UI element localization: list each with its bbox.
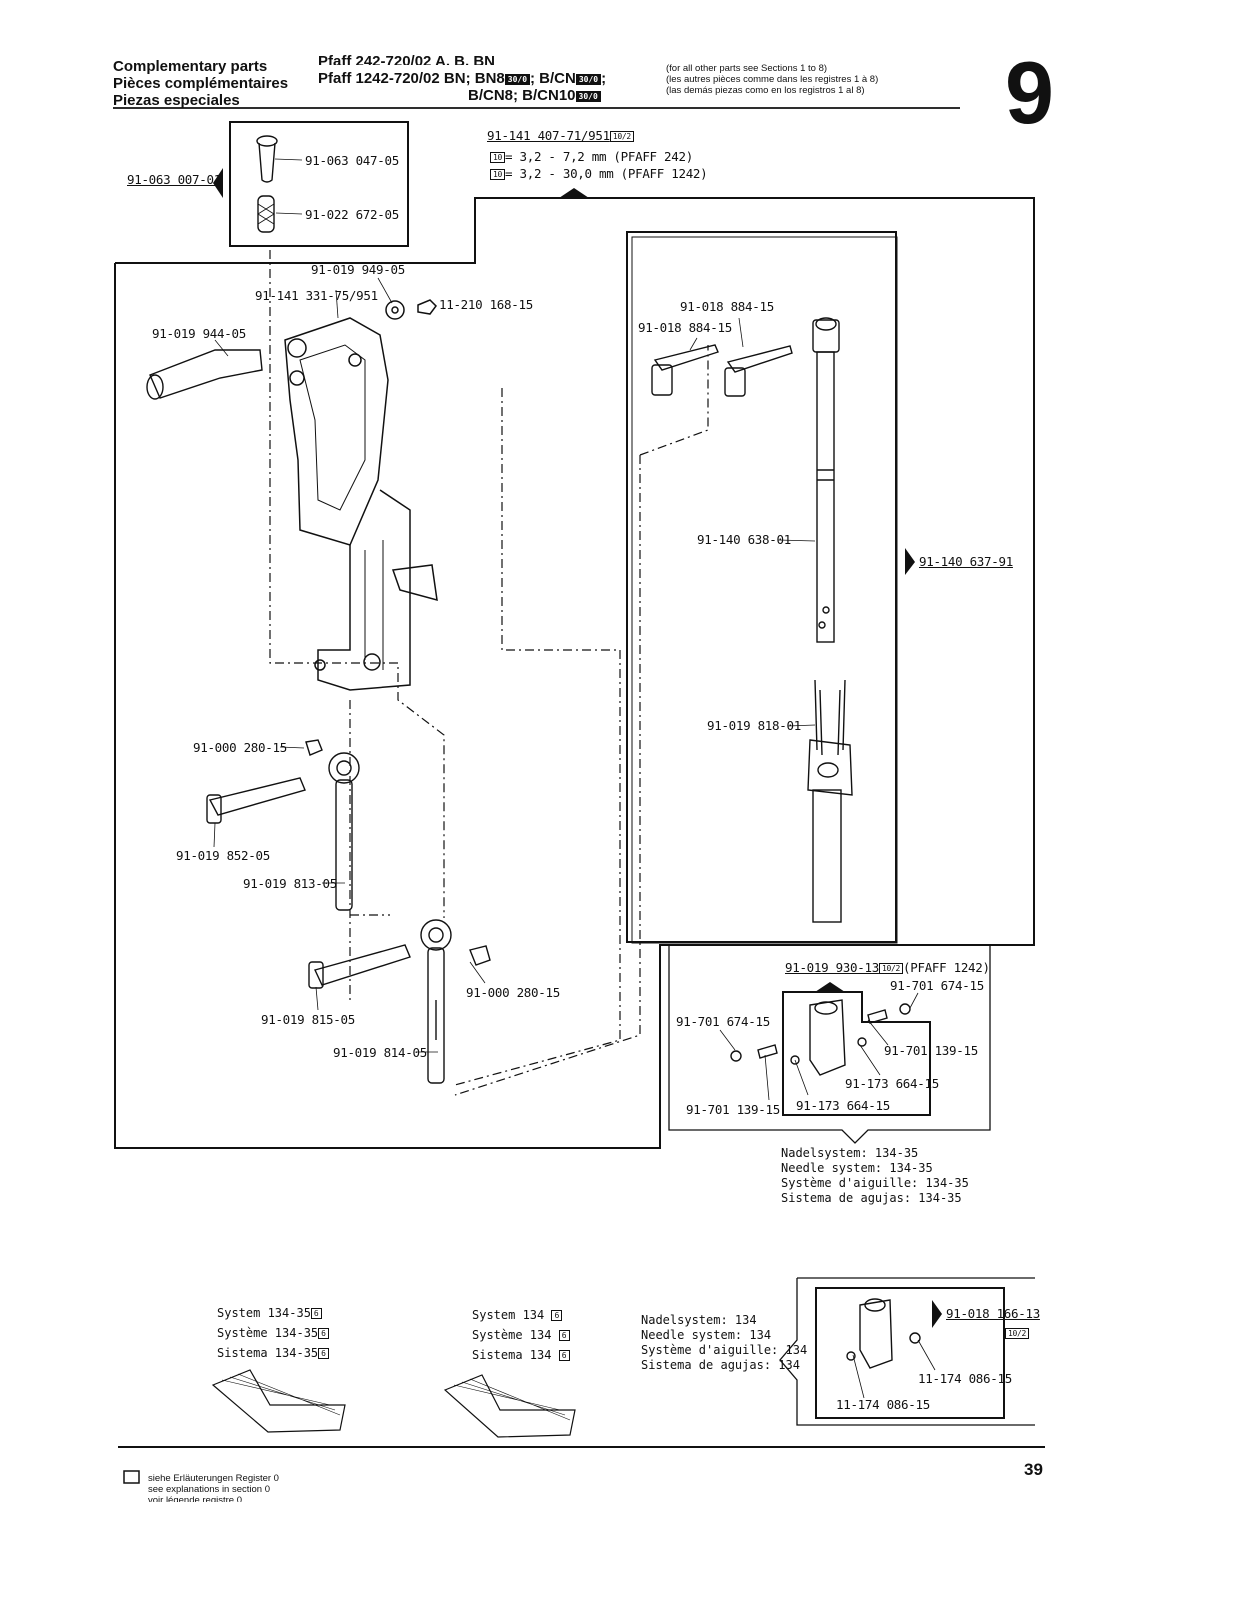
pack-line: System 134-35: [217, 1306, 311, 1320]
part-label: 91-018 884-15: [638, 320, 732, 335]
badge-6: 6: [310, 1308, 322, 1319]
pfaff-1242-note: (PFAFF 1242): [903, 960, 990, 975]
range-line-1: 10= 3,2 - 7,2 mm (PFAFF 242): [490, 149, 693, 164]
part-label: 91-019 815-05: [261, 1012, 355, 1027]
header-note-en: (for all other parts see Sections 1 to 8…: [666, 63, 828, 74]
part-label: 91-141 407-71/951: [487, 128, 610, 143]
header-title-group: Complementary parts Pièces complémentair…: [113, 58, 288, 109]
part-label: 11-210 168-15: [439, 297, 533, 312]
pack-line: Sistema 134: [472, 1348, 552, 1362]
part-label: 91-701 674-15: [676, 1014, 770, 1029]
part-label: 91-019 949-05: [311, 262, 405, 277]
part-label: 91-173 664-15: [845, 1076, 939, 1091]
range-line-2: 10= 3,2 - 30,0 mm (PFAFF 1242): [490, 166, 708, 181]
part-label: 91-018 166-13: [946, 1306, 1040, 1321]
header-model-line2-text: Pfaff 1242-720/02 BN; BN8: [318, 70, 505, 87]
needle-system-line: Needle system: 134: [641, 1328, 772, 1342]
header-title-fr: Pièces complémentaires: [113, 75, 289, 92]
needle-pack-2: System 134 6 Système 134 6 Sistema 134 6: [472, 1305, 570, 1365]
needle-system-line: Nadelsystem: 134: [641, 1313, 757, 1327]
badge-6: 6: [558, 1350, 570, 1361]
badge-10: 10: [490, 169, 506, 180]
needle-system-line: Sistema de agujas: 134: [641, 1358, 800, 1372]
part-label: 11-174 086-15: [836, 1397, 930, 1412]
header-model-line1: Pfaff 242-720/02 A, B, BN: [318, 53, 496, 65]
badge-6: 6: [318, 1328, 329, 1339]
range-text: = 3,2 - 30,0 mm (PFAFF 1242): [505, 166, 708, 181]
part-label: 91-000 280-15: [466, 985, 560, 1000]
part-label: 91-022 672-05: [305, 207, 399, 222]
part-label: 91-019 813-05: [243, 876, 337, 891]
part-label: 91-141 331-75/951: [255, 288, 378, 303]
page-number: 39: [1024, 1460, 1043, 1479]
badge-30-0: 30/0: [504, 73, 531, 85]
header-note-es: (las demás piezas como en los registros …: [666, 85, 865, 96]
part-label: 91-063 047-05: [305, 153, 399, 168]
part-label: 91-701 674-15: [890, 978, 984, 993]
pack-line: Système 134-35: [217, 1326, 319, 1340]
part-label: 91-701 139-15: [884, 1043, 978, 1058]
badge-6: 6: [551, 1310, 563, 1321]
needle-system-line: Système d'aiguille: 134: [641, 1343, 808, 1357]
header-model-group: Pfaff 242-720/02 A, B, BN Pfaff 1242-720…: [318, 53, 606, 104]
header-title-es: Piezas especiales: [113, 92, 240, 109]
part-label: 91-173 664-15: [796, 1098, 890, 1113]
footer-legend-de: siehe Erläuterungen Register 0: [148, 1473, 279, 1484]
footer-legend: siehe Erläuterungen Register 0 see expla…: [148, 1473, 279, 1502]
needle-system-line: Needle system: 134-35: [781, 1161, 933, 1175]
part-label: 91-019 852-05: [176, 848, 270, 863]
header-notes: (for all other parts see Sections 1 to 8…: [666, 63, 878, 96]
header-title-en: Complementary parts: [113, 58, 268, 75]
part-label: 91-018 884-15: [680, 299, 774, 314]
part-label: 91-063 007-01: [127, 172, 221, 187]
part-label: 11-174 086-15: [918, 1371, 1012, 1386]
badge-30-0: 30/0: [575, 90, 601, 102]
footer-legend-en: see explanations in section 0: [148, 1484, 270, 1495]
badge-10-2: 10/2: [878, 963, 904, 974]
part-label: 91-019 930-13: [785, 960, 879, 975]
header-model-line2-b: ; B/CN: [530, 70, 576, 87]
badge-6: 6: [558, 1330, 570, 1341]
part-label: 91-140 638-01: [697, 532, 791, 547]
range-text: = 3,2 - 7,2 mm (PFAFF 242): [505, 149, 693, 164]
pack-line: Système 134: [472, 1328, 552, 1342]
part-label: 91-701 139-15: [686, 1102, 780, 1117]
pack-line: Sistema 134-35: [217, 1346, 319, 1360]
part-label: 91-019 944-05: [152, 326, 246, 341]
part-label: 91-019 818-01: [707, 718, 801, 733]
part-label: 91-019 814-05: [333, 1045, 427, 1060]
needle-system-block-b: Nadelsystem: 134 Needle system: 134 Syst…: [641, 1313, 807, 1373]
section-number: 9: [1005, 43, 1054, 142]
badge-10-2-wrap: 10/2: [1005, 1325, 1030, 1340]
badge-6: 6: [318, 1348, 329, 1359]
footer-legend-fr: voir légende registre 0: [148, 1495, 242, 1502]
badge-10-2: 10/2: [609, 131, 634, 142]
needle-system-line: Nadelsystem: 134-35: [781, 1146, 919, 1160]
needle-system-block-a: Nadelsystem: 134-35 Needle system: 134-3…: [781, 1146, 969, 1206]
pack-line: System 134: [472, 1308, 545, 1322]
part-label: 91-000 280-15: [193, 740, 287, 755]
header-model-line3-text: B/CN8; B/CN10: [468, 87, 576, 104]
badge-30-0: 30/0: [575, 73, 602, 85]
part-label: 91-140 637-91: [919, 554, 1013, 569]
badge-10-2: 10/2: [1005, 1328, 1030, 1339]
header-model-line2-end: ;: [601, 70, 607, 87]
needle-system-line: Sistema de agujas: 134-35: [781, 1191, 962, 1205]
header-note-fr: (les autres pièces comme dans les regist…: [666, 74, 879, 85]
needle-system-line: Système d'aiguille: 134-35: [781, 1176, 969, 1190]
badge-10: 10: [490, 152, 506, 163]
